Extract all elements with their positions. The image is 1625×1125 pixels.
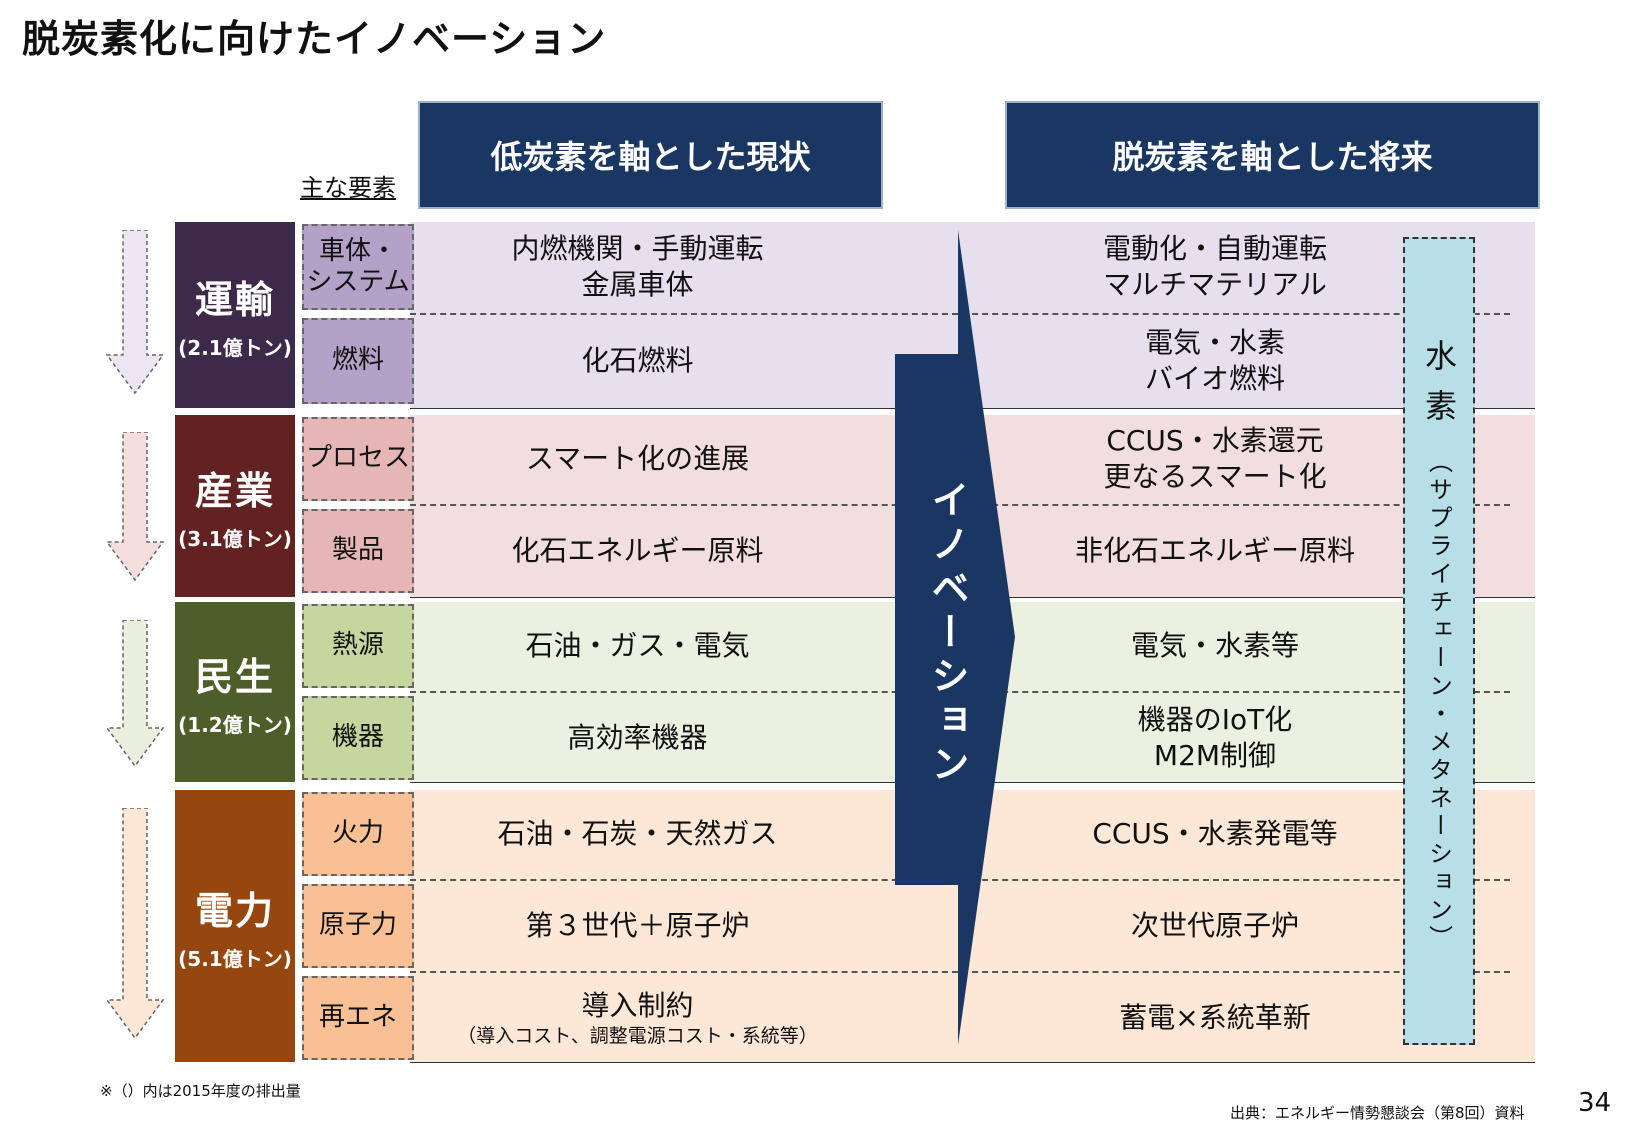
factor-cell: プロセス [302,417,414,501]
sector-label-0: 運輸 (2.1億トン) [175,222,295,408]
sector-label-3: 電力 (5.1億トン) [175,790,295,1062]
factor-cell: 原子力 [302,884,414,968]
page-number: 34 [1578,1088,1612,1118]
sector-emission: (1.2億トン) [178,713,292,737]
future-cell: 非化石エネルギー原料 [1000,507,1430,595]
innovation-label: イノベーション [925,480,969,788]
current-text: 化石エネルギー原料 [511,533,764,567]
future-text: 非化石エネルギー原料 [1074,533,1355,567]
current-subtext: （導入コスト、調整電源コスト・系統等） [457,1024,818,1047]
future-cell: CCUS・水素還元更なるスマート化 [1000,415,1430,503]
column-label-main-factors: 主な要素 [300,174,396,202]
sector-label-2: 民生 (1.2億トン) [175,602,295,782]
down-arrow-icon [105,230,165,395]
down-arrow-icon [105,432,165,582]
header-current: 低炭素を軸とした現状 [418,101,883,209]
current-cell: 内燃機関・手動運転金属車体 [410,222,865,312]
current-cell: 石油・石炭・天然ガス [410,790,865,878]
down-arrow-icon [105,808,165,1040]
factor-cell: 再エネ [302,976,414,1060]
current-cell: 導入制約（導入コスト、調整電源コスト・系統等） [410,974,865,1062]
current-cell: 第３世代＋原子炉 [410,882,865,970]
factor-cell: 熱源 [302,604,414,688]
future-cell: CCUS・水素発電等 [1000,790,1430,878]
future-text: CCUS・水素発電等 [1092,816,1338,850]
sector-emission: (3.1億トン) [178,527,292,551]
factor-cell: 製品 [302,509,414,593]
sector-name: 産業 [194,469,275,513]
factor-cell: 機器 [302,696,414,780]
down-arrow-icon [105,620,165,768]
future-text: 機器のIoT化 [1137,702,1293,736]
page-title: 脱炭素化に向けたイノベーション [22,17,607,61]
future-text: マルチマテリアル [1103,268,1327,301]
current-cell: スマート化の進展 [410,415,865,503]
factor-cell: 火力 [302,792,414,876]
current-text: 金属車体 [581,268,694,301]
hydrogen-label: 水素 [1420,339,1458,439]
header-future: 脱炭素を軸とした将来 [1005,101,1540,209]
innovation-arrow [895,230,1015,1045]
current-cell: 高効率機器 [410,694,865,782]
hydrogen-sub-label: （サプライチェーン・メタネーション） [1424,449,1453,953]
current-text: スマート化の進展 [525,441,750,475]
future-cell: 次世代原子炉 [1000,882,1430,970]
current-text: 石油・石炭・天然ガス [497,816,778,850]
future-text: 次世代原子炉 [1130,908,1299,942]
future-cell: 蓄電×系統革新 [1000,974,1430,1062]
current-text: 化石燃料 [581,343,694,377]
future-text: 電気・水素等 [1130,628,1299,662]
factor-cell: 車体・システム [302,224,414,310]
current-text: 高効率機器 [567,720,708,754]
sector-label-1: 産業 (3.1億トン) [175,415,295,597]
factor-cell: 燃料 [302,318,414,404]
current-text: 導入制約 [581,989,694,1023]
sector-emission: (2.1億トン) [178,336,292,360]
current-cell: 化石燃料 [410,316,865,406]
future-text: 更なるスマート化 [1103,460,1327,493]
future-text: バイオ燃料 [1144,362,1285,395]
current-cell: 化石エネルギー原料 [410,507,865,595]
future-cell: 電動化・自動運転マルチマテリアル [1000,222,1430,312]
source-note: 出典：エネルギー情勢懇談会（第8回）資料 [1230,1104,1525,1122]
current-text: 第３世代＋原子炉 [525,908,750,942]
future-text: M2M制御 [1153,739,1277,772]
sector-divider [410,1062,1535,1063]
future-text: 電気・水素 [1144,325,1285,359]
future-cell: 電気・水素バイオ燃料 [1000,316,1430,406]
future-text: 電動化・自動運転 [1102,231,1327,265]
sector-name: 運輸 [194,278,275,322]
future-text: 蓄電×系統革新 [1119,1000,1311,1034]
hydrogen-box: 水素 （サプライチェーン・メタネーション） [1403,237,1475,1045]
future-text: CCUS・水素還元 [1106,423,1324,457]
sector-name: 電力 [194,889,275,933]
current-text: 内燃機関・手動運転 [511,231,764,265]
current-cell: 石油・ガス・電気 [410,602,865,690]
footnote: ※（）内は2015年度の排出量 [100,1082,301,1100]
sector-name: 民生 [194,655,275,699]
sector-emission: (5.1億トン) [178,947,292,971]
current-text: 石油・ガス・電気 [525,628,750,662]
future-cell: 電気・水素等 [1000,602,1430,690]
